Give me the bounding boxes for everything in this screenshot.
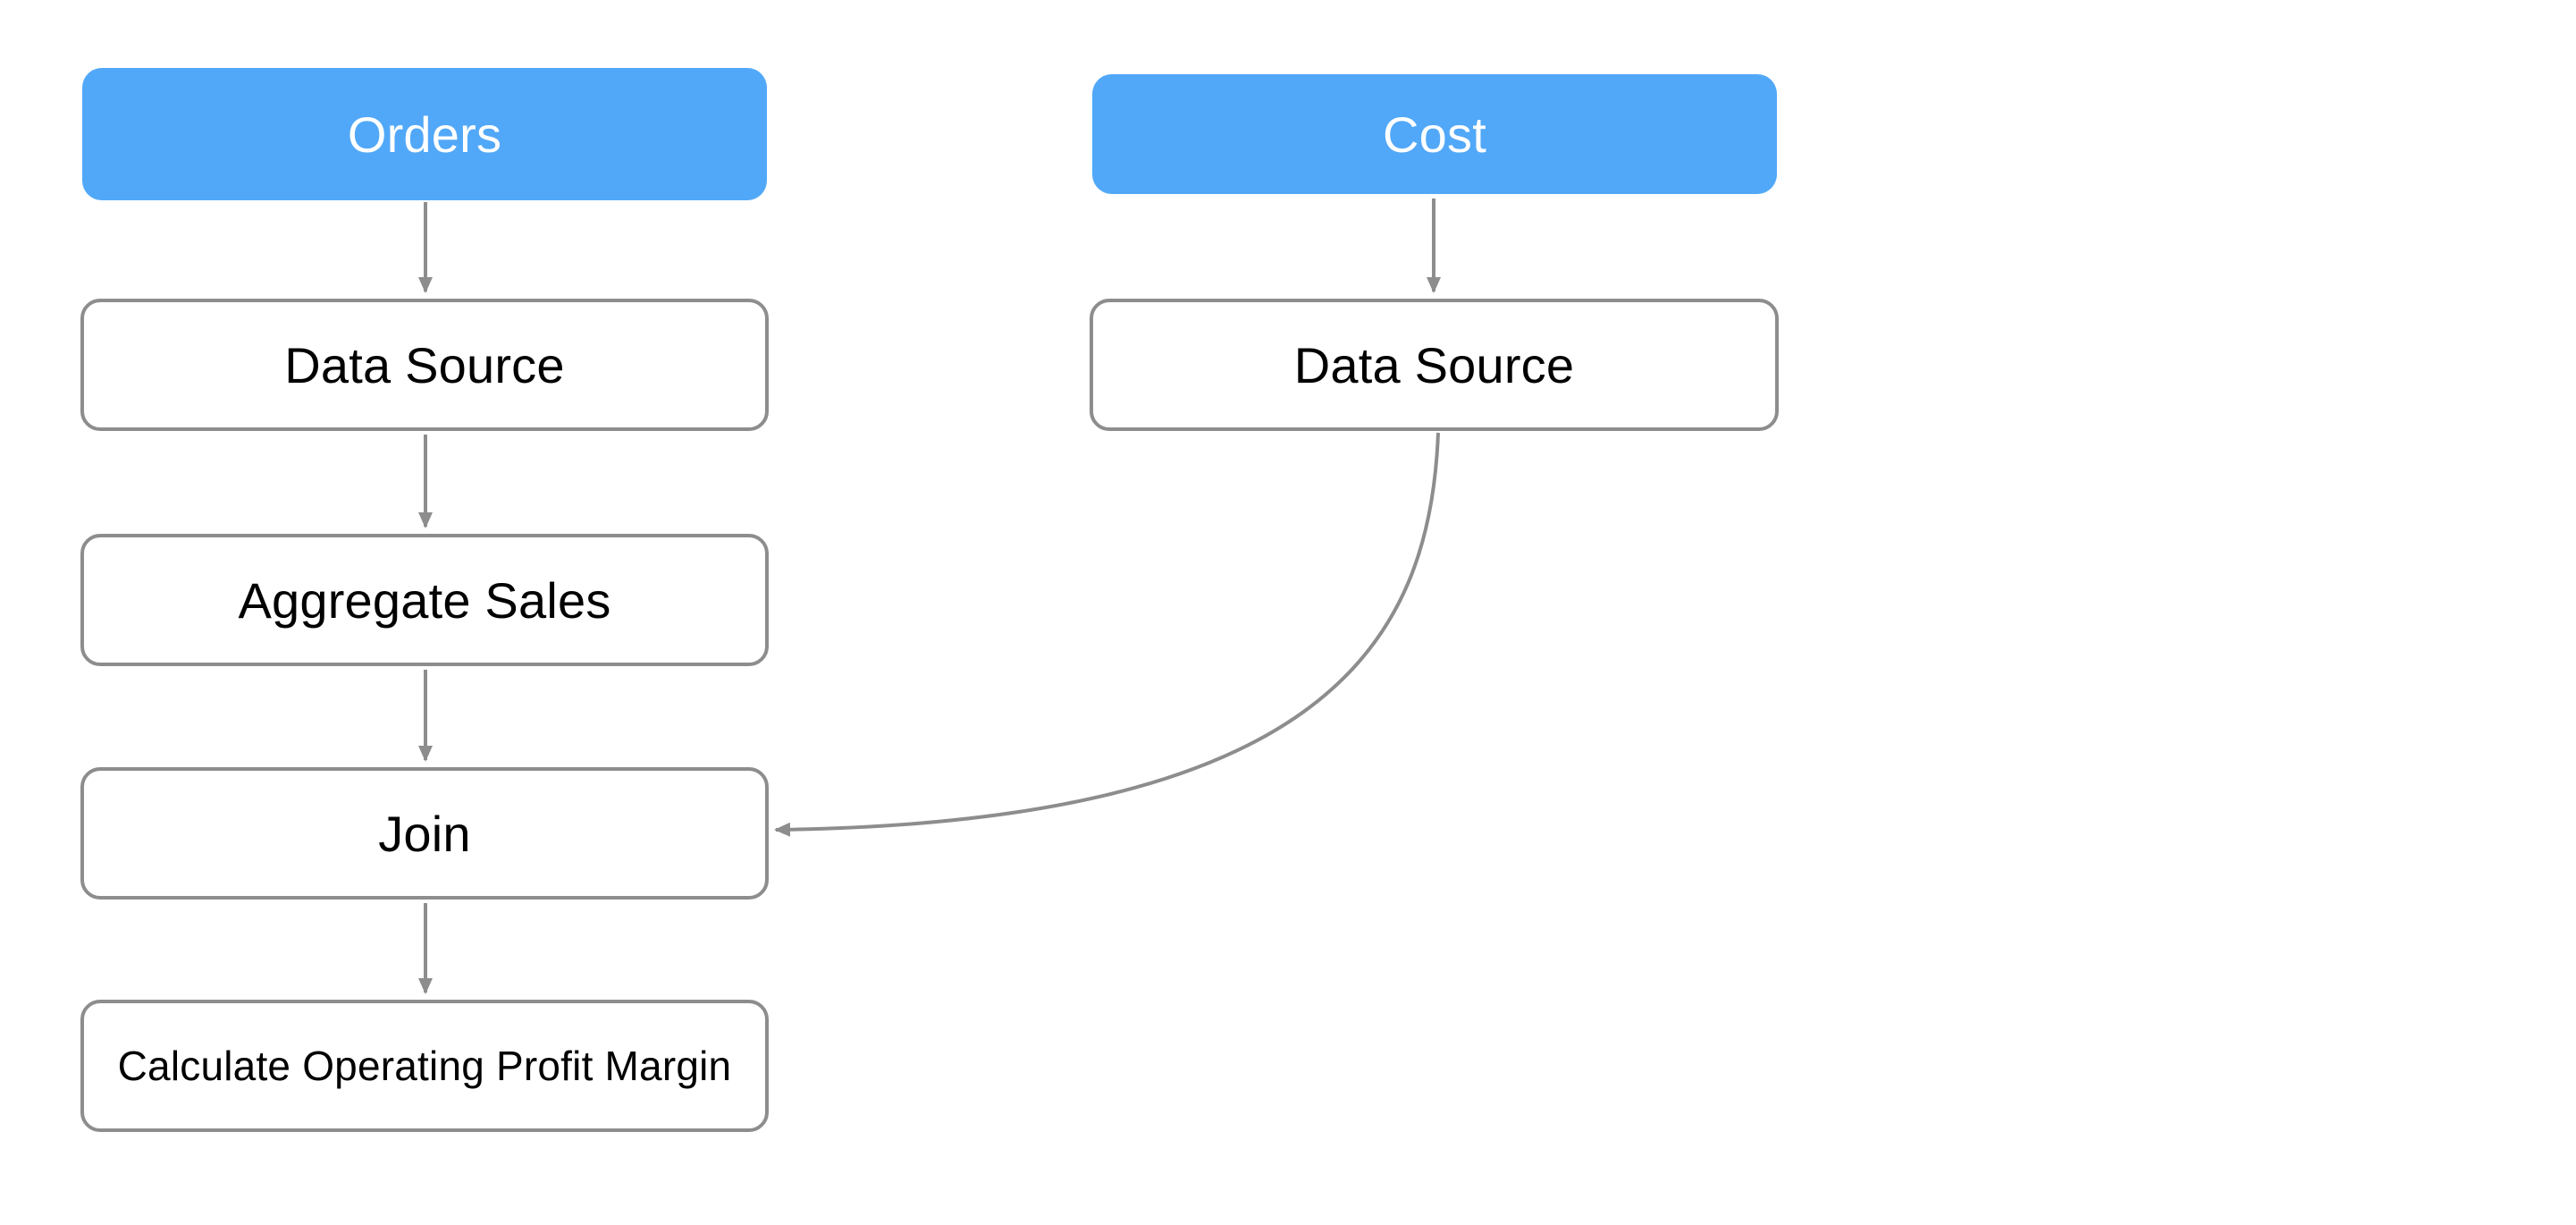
orders-source-node[interactable]: Orders [82, 68, 767, 200]
join-label: Join [378, 805, 471, 862]
cost-label: Cost [1383, 106, 1486, 163]
data-source-node-left[interactable]: Data Source [80, 299, 769, 431]
aggregate-sales-node[interactable]: Aggregate Sales [80, 534, 769, 666]
orders-label: Orders [347, 106, 502, 163]
join-node[interactable]: Join [80, 767, 769, 900]
aggregate-sales-label: Aggregate Sales [238, 571, 611, 629]
cost-source-node[interactable]: Cost [1092, 74, 1777, 194]
data-source-left-label: Data Source [284, 336, 565, 393]
calculate-operating-profit-margin-node[interactable]: Calculate Operating Profit Margin [80, 1000, 769, 1132]
data-source-node-right[interactable]: Data Source [1090, 299, 1779, 431]
edge-data-source-right-to-join [774, 432, 1440, 837]
calculate-operating-profit-margin-label: Calculate Operating Profit Margin [117, 1043, 732, 1089]
data-source-right-label: Data Source [1293, 336, 1575, 393]
